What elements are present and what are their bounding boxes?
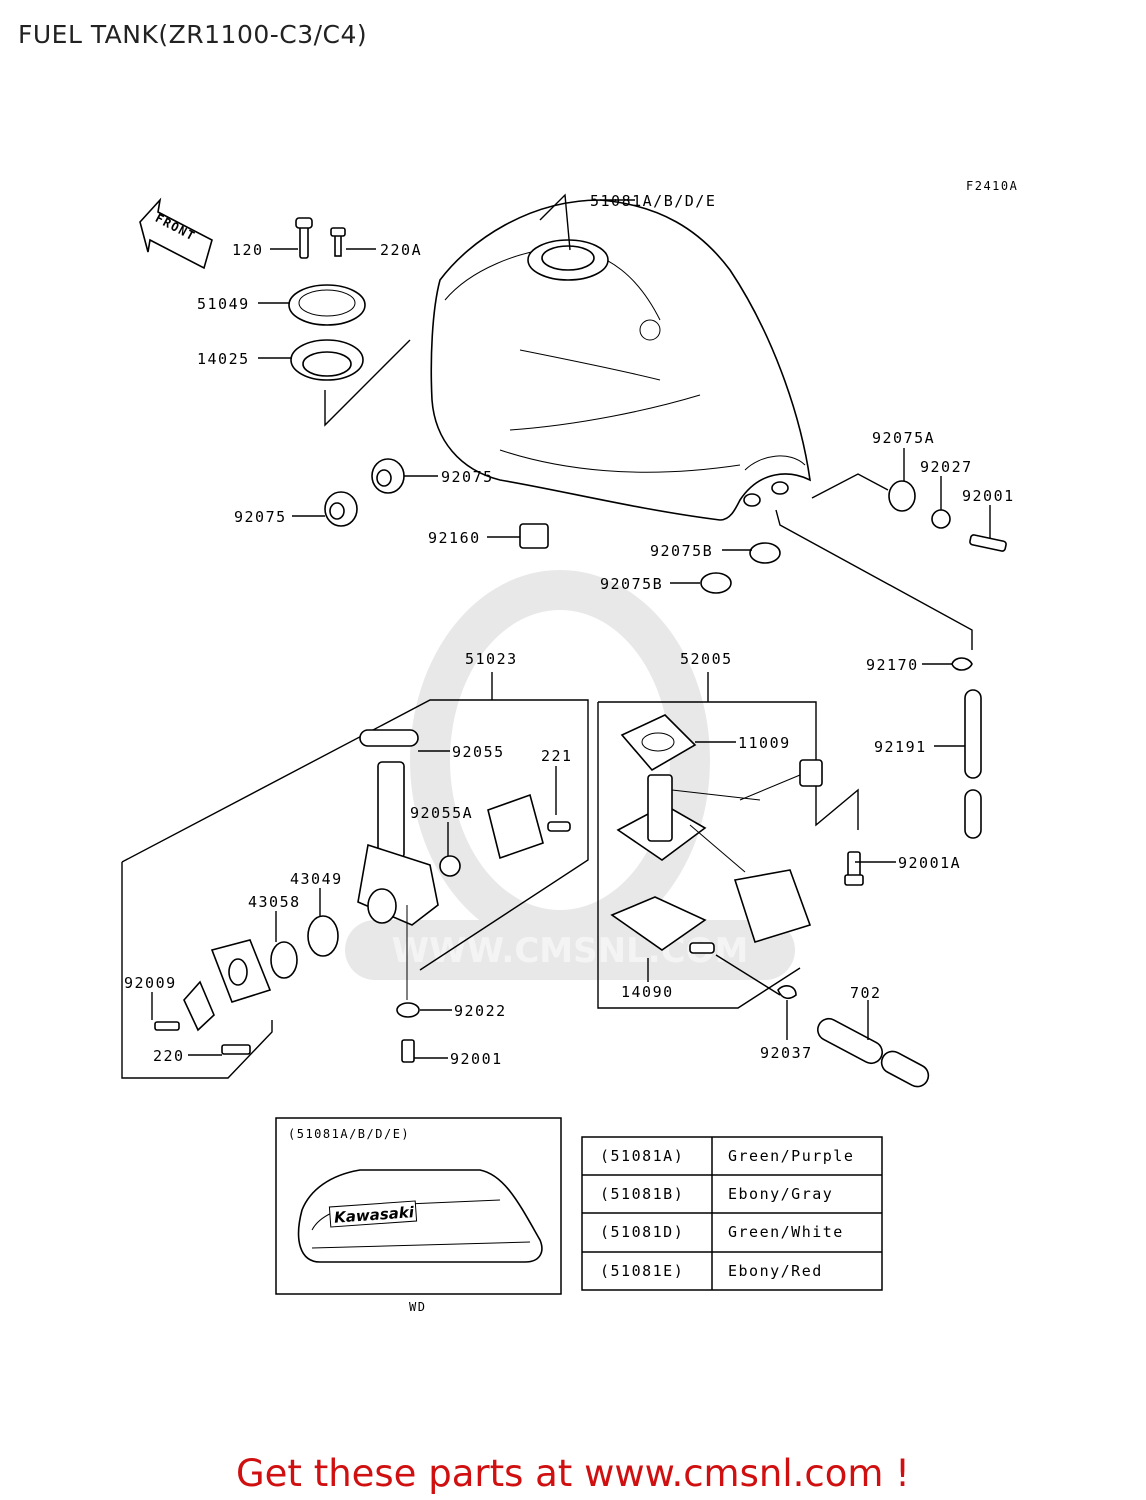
callout-92191: 92191 xyxy=(874,738,927,756)
damper-rubbers xyxy=(324,458,1007,594)
fuel-hose-702 xyxy=(817,1017,930,1088)
callout-14025: 14025 xyxy=(197,350,250,368)
callout-14090: 14090 xyxy=(621,983,674,1001)
fuel-tap-assembly xyxy=(121,672,589,1079)
callout-221: 221 xyxy=(541,747,573,765)
callout-11009: 11009 xyxy=(738,734,791,752)
callout-92022: 92022 xyxy=(454,1002,507,1020)
callout-92075A: 92075A xyxy=(872,429,935,447)
callout-120: 120 xyxy=(232,241,264,259)
callout-92055: 92055 xyxy=(452,743,505,761)
watermark-text: WWW.CMSNL.COM xyxy=(392,931,749,971)
callout-92055A: 92055A xyxy=(410,804,473,822)
front-arrow-icon: FRONT xyxy=(139,197,213,270)
callout-220: 220 xyxy=(153,1047,185,1065)
table-color-3: Ebony/Red xyxy=(728,1262,823,1280)
callout-702: 702 xyxy=(850,984,882,1002)
table-color-1: Ebony/Gray xyxy=(728,1185,833,1203)
callout-51049: 51049 xyxy=(197,295,250,313)
callout-51081: 51081A/B/D/E xyxy=(590,192,716,210)
fuel-tank-51081 xyxy=(324,193,812,521)
callout-92001-upper: 92001 xyxy=(962,487,1015,505)
leader-lines xyxy=(151,199,991,1059)
callout-43058: 43058 xyxy=(248,893,301,911)
fuel-level-sensor xyxy=(597,672,864,1009)
table-code-0: (51081A) xyxy=(600,1147,684,1165)
color-table: (51081A) Green/Purple (51081B) Ebony/Gra… xyxy=(581,1136,883,1291)
figure-code: F2410A xyxy=(966,179,1018,193)
callout-92001A: 92001A xyxy=(898,854,961,872)
callout-92075-lower: 92075 xyxy=(234,508,287,526)
table-code-1: (51081B) xyxy=(600,1185,684,1203)
inset-title: (51081A/B/D/E) xyxy=(288,1127,410,1141)
callout-92170: 92170 xyxy=(866,656,919,674)
inset-caption: WD xyxy=(409,1300,426,1314)
callout-220A: 220A xyxy=(380,241,422,259)
filler-cap-parts xyxy=(288,217,366,381)
cta-link[interactable]: Get these parts at www.cmsnl.com ! xyxy=(235,1452,910,1495)
callout-92075B-lower: 92075B xyxy=(600,575,663,593)
callout-92027: 92027 xyxy=(920,458,973,476)
callout-labels: 51081A/B/D/E 120 220A 51049 14025 92075 … xyxy=(124,192,1015,1068)
table-color-2: Green/White xyxy=(728,1223,844,1241)
callout-92160: 92160 xyxy=(428,529,481,547)
table-code-3: (51081E) xyxy=(600,1262,684,1280)
watermark: WWW.CMSNL.COM xyxy=(345,570,795,980)
callout-51023: 51023 xyxy=(465,650,518,668)
callout-92037: 92037 xyxy=(760,1044,813,1062)
callout-92075-upper: 92075 xyxy=(441,468,494,486)
callout-92075B-upper: 92075B xyxy=(650,542,713,560)
callout-43049: 43049 xyxy=(290,870,343,888)
page-title: FUEL TANK(ZR1100-C3/C4) xyxy=(18,20,368,49)
decal-inset: (51081A/B/D/E) Kawasaki WD xyxy=(275,1117,562,1314)
callout-52005: 52005 xyxy=(680,650,733,668)
fuel-hose-right xyxy=(775,509,982,839)
inset-logo-text: Kawasaki xyxy=(334,1203,416,1227)
table-code-2: (51081D) xyxy=(600,1223,684,1241)
callout-92009: 92009 xyxy=(124,974,177,992)
table-color-0: Green/Purple xyxy=(728,1147,854,1165)
callout-92001-lower: 92001 xyxy=(450,1050,503,1068)
